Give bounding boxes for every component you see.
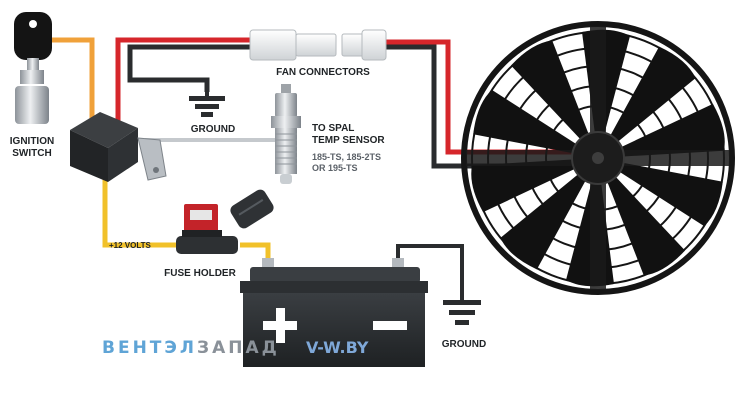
volts-label: +12 VOLTS	[109, 241, 152, 250]
ignition-label-line1: IGNITION	[10, 136, 54, 147]
ignition-label-line2: SWITCH	[12, 148, 51, 159]
relay-icon	[70, 112, 167, 182]
temp-sensor-label-line1: TO SPAL	[312, 123, 354, 134]
battery-icon	[240, 258, 428, 367]
ground-symbol-top-icon	[189, 92, 225, 117]
fan-connectors-icon	[249, 29, 387, 61]
fuse-holder-label: FUSE HOLDER	[164, 268, 236, 279]
black-wire-ground	[127, 44, 250, 92]
watermark-brand-a: ВЕНТЭЛ	[102, 338, 197, 358]
black-wire-battery	[396, 244, 464, 300]
watermark-brand-b: ЗАПАД	[197, 338, 280, 358]
watermark-brand: ВЕНТЭЛЗАПАД	[102, 338, 280, 358]
red-wire-top	[115, 37, 250, 128]
ignition-key-icon	[14, 12, 52, 124]
orange-wire	[50, 37, 95, 128]
fuse-cap-icon	[230, 189, 274, 229]
yellow-wire-battery	[240, 242, 271, 262]
ground-bottom-label: GROUND	[442, 339, 486, 350]
cooling-fan-icon	[461, 21, 735, 295]
wires	[50, 37, 582, 300]
temp-sensor-icon	[271, 84, 301, 184]
ground-symbol-bottom-icon	[443, 300, 481, 325]
temp-sensor-label-line2: TEMP SENSOR	[312, 135, 385, 146]
battery-minus-icon	[373, 321, 407, 330]
fuse-holder-icon	[176, 204, 238, 254]
fan-connectors-label: FAN CONNECTORS	[276, 67, 370, 78]
yellow-wire	[102, 172, 185, 248]
ground-top-label: GROUND	[191, 124, 235, 135]
temp-models-line1: 185-TS, 185-2TS	[312, 152, 381, 162]
temp-models-line2: OR 195-TS	[312, 163, 358, 173]
watermark-domain: V-W.BY	[306, 338, 369, 357]
